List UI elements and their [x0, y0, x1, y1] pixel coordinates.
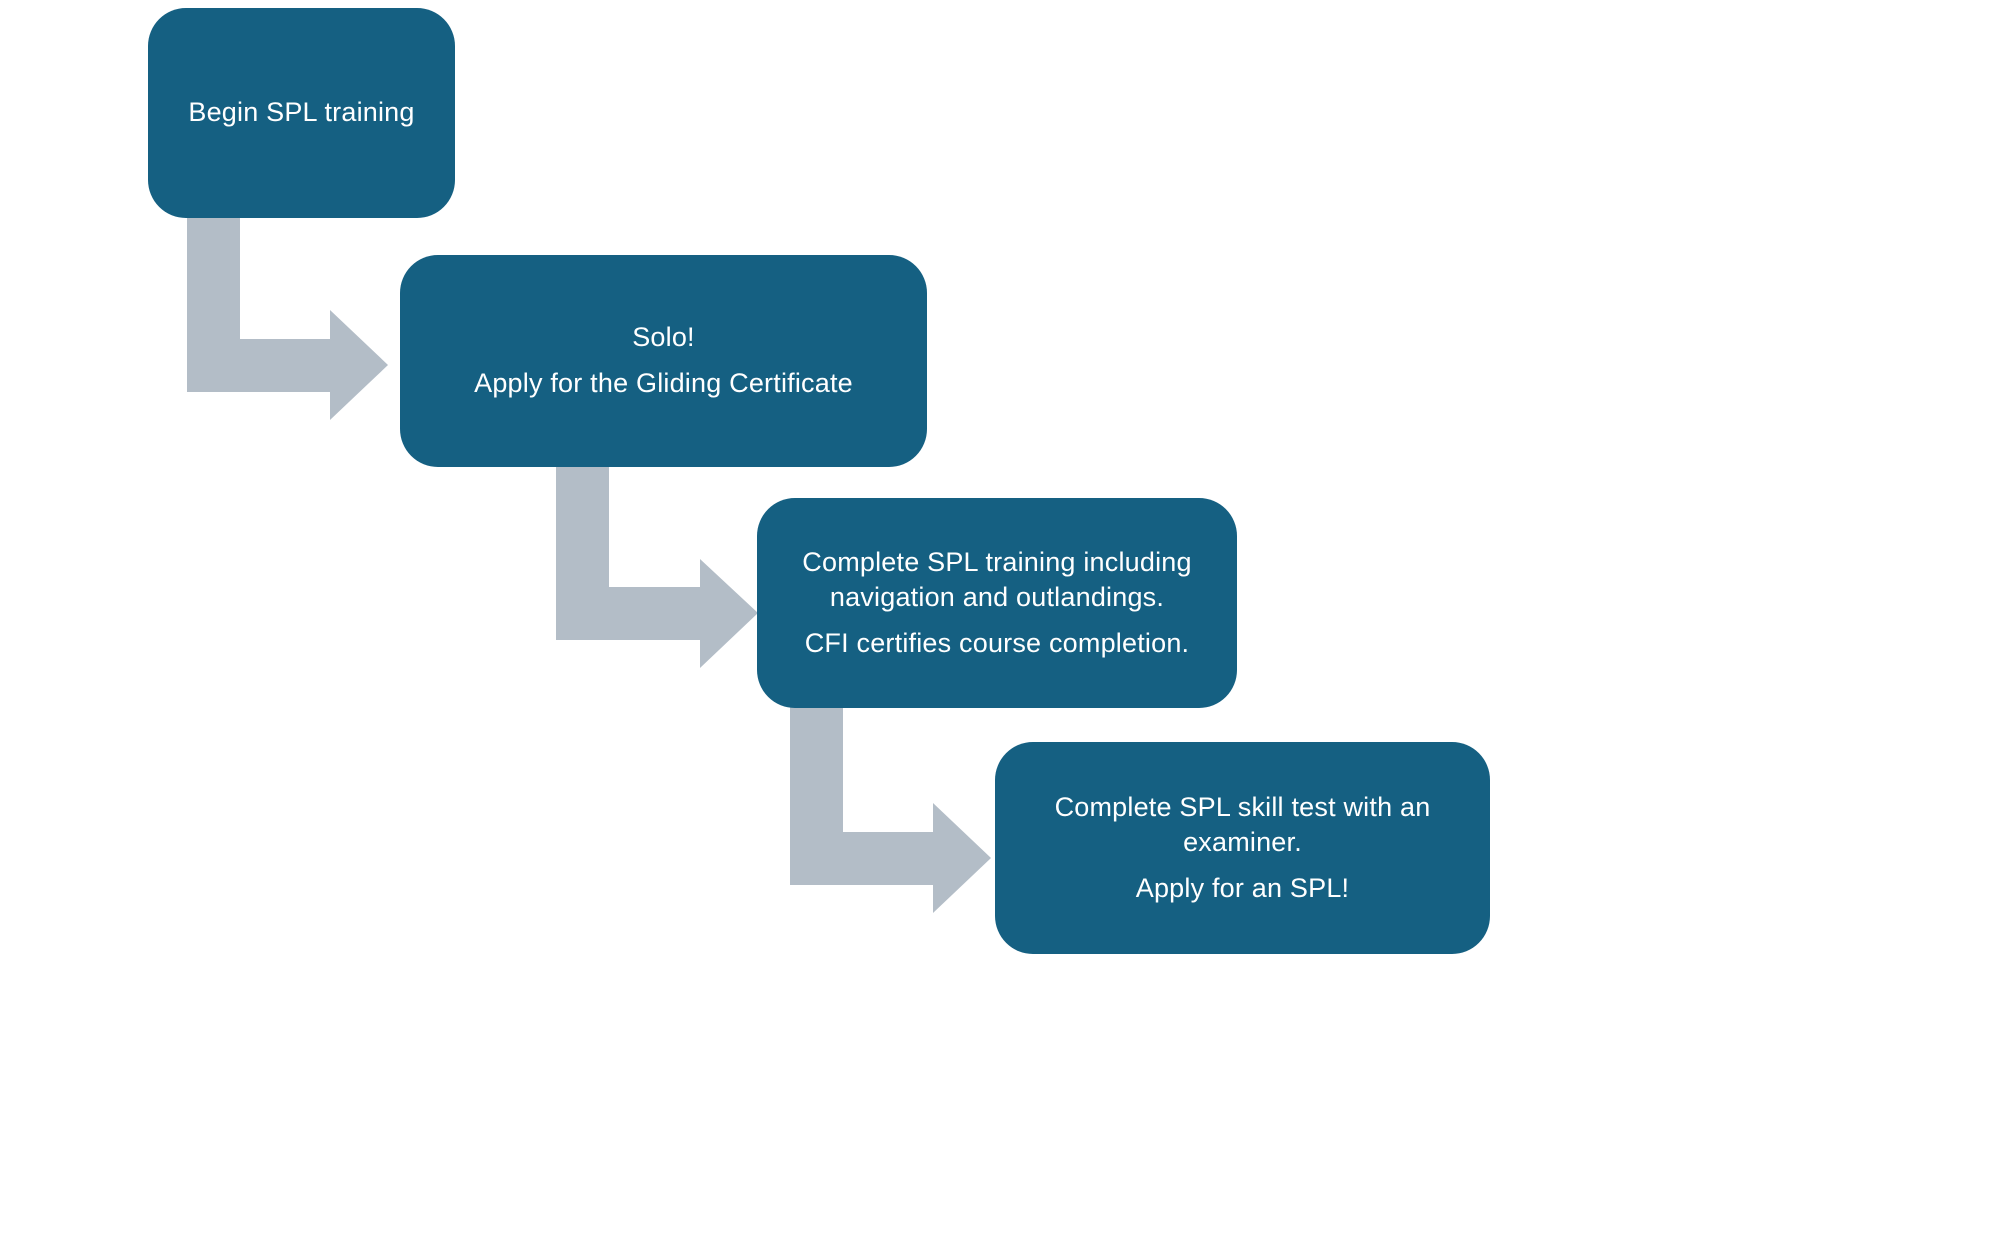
step-text: Apply for an SPL!	[1135, 872, 1350, 903]
step-box-solo-gliding-certificate: Solo! Apply for the Gliding Certificate	[400, 255, 927, 467]
connector-arrow-2	[556, 465, 758, 668]
step-text: Apply for the Gliding Certificate	[474, 368, 853, 398]
step-box-skill-test-apply-spl: Complete SPL skill test with an examiner…	[995, 742, 1490, 954]
step-box-complete-training: Complete SPL training including navigati…	[757, 498, 1237, 708]
step-text: CFI certifies course completion.	[804, 627, 1190, 658]
step-text: Begin SPL training	[188, 97, 415, 128]
step-text: Complete SPL skill test with an examiner…	[1054, 791, 1431, 858]
step-text: Solo!	[632, 322, 695, 353]
step-text: Complete SPL training including navigati…	[802, 546, 1192, 613]
connector-arrow-1	[187, 218, 388, 420]
step-box-begin-training: Begin SPL training	[148, 8, 455, 218]
connector-arrow-3	[790, 706, 991, 913]
